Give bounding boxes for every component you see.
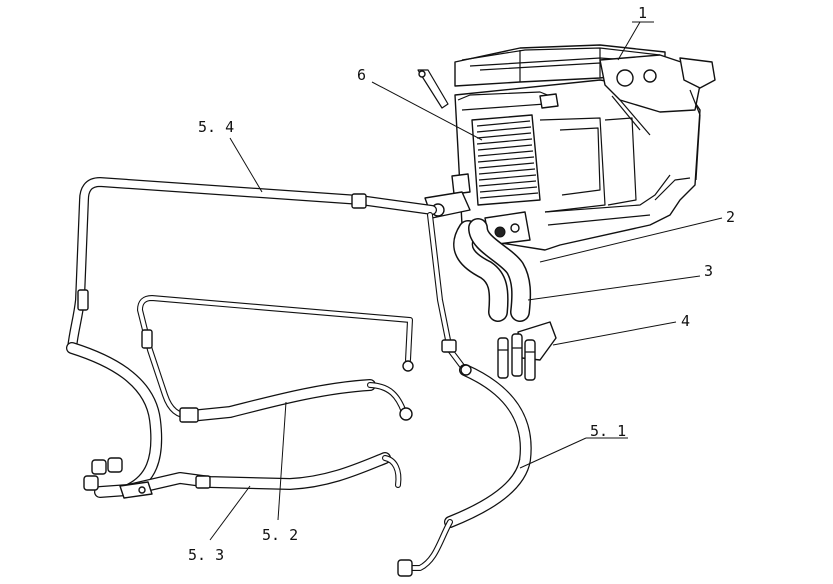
leader-5-2 bbox=[277, 401, 287, 521]
leader-6 bbox=[371, 81, 483, 141]
callout-label-6: 6 bbox=[357, 66, 366, 84]
leader-lines bbox=[209, 21, 723, 541]
callout-label-1: 1 bbox=[638, 4, 647, 22]
clamp-bracket-4 bbox=[497, 321, 557, 381]
leader-1 bbox=[617, 21, 641, 61]
heater-core bbox=[471, 114, 541, 206]
leader-5-4 bbox=[229, 137, 263, 193]
leader-5-1 bbox=[519, 437, 587, 469]
leader-3 bbox=[527, 275, 701, 301]
callout-label-2: 2 bbox=[726, 208, 735, 226]
callout-label-5-4: 5. 4 bbox=[198, 118, 234, 136]
ac-hose-5-1 bbox=[397, 212, 532, 577]
callout-label-3: 3 bbox=[704, 262, 713, 280]
ac-pipe-5-2 bbox=[137, 295, 414, 423]
heater-hose-3 bbox=[468, 218, 532, 322]
ac-hose-5-3 bbox=[66, 342, 402, 499]
callout-label-4: 4 bbox=[681, 312, 690, 330]
callout-label-5-1: 5. 1 bbox=[590, 422, 626, 440]
mount-bracket bbox=[417, 69, 449, 109]
ac-pipe-5-4 bbox=[67, 177, 437, 353]
leader-4 bbox=[552, 321, 677, 346]
callout-labels: 1 2 3 4 5. 1 5. 2 5. 3 5. 4 6 bbox=[188, 4, 735, 564]
callout-label-5-2: 5. 2 bbox=[262, 526, 298, 544]
hvac-unit-assembly bbox=[417, 44, 716, 251]
leader-2 bbox=[539, 217, 723, 263]
leader-5-3 bbox=[209, 485, 251, 541]
heater-hose-2 bbox=[453, 220, 509, 322]
callout-label-5-3: 5. 3 bbox=[188, 546, 224, 564]
